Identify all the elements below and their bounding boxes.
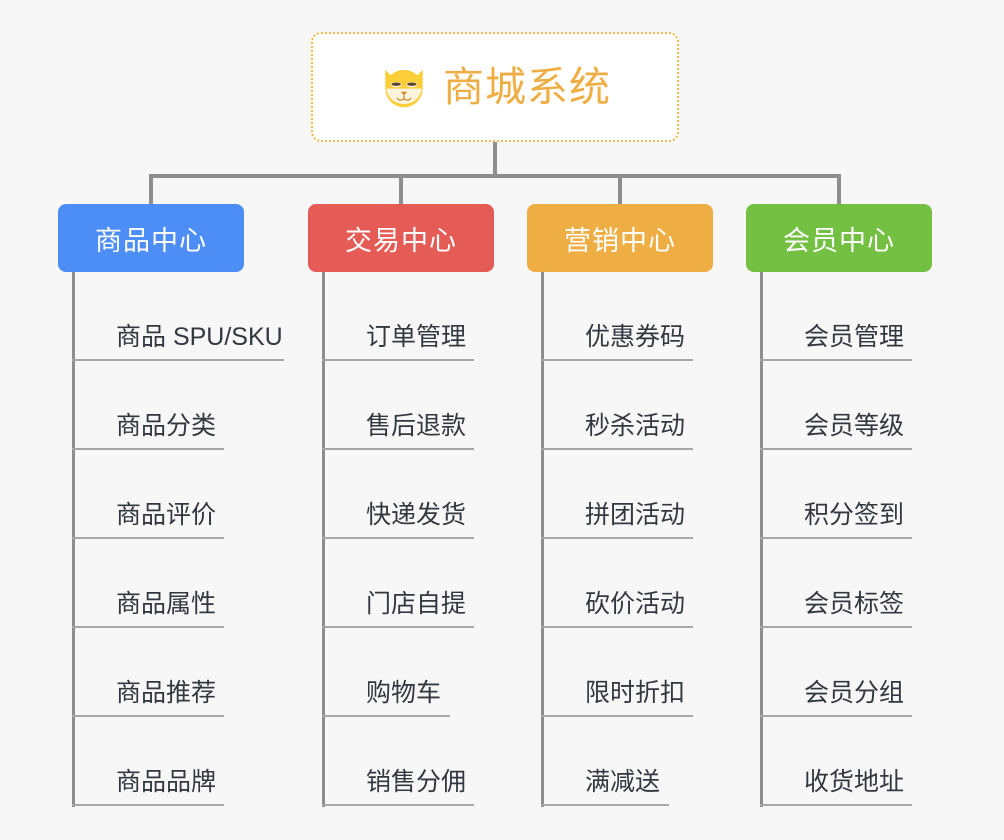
list-item[interactable]: 售后退款 bbox=[322, 361, 474, 450]
leaf-underline bbox=[322, 537, 474, 539]
leaf-underline bbox=[322, 359, 474, 361]
leaf-label: 商品品牌 bbox=[116, 768, 217, 796]
leaf-label: 砍价活动 bbox=[585, 590, 686, 618]
leaf-underline bbox=[760, 715, 912, 717]
branch-header-label-4: 会员中心 bbox=[783, 225, 895, 256]
leaf-label: 拼团活动 bbox=[585, 501, 686, 529]
leaf-label: 商品 SPU/SKU bbox=[116, 323, 283, 351]
leaf-label: 限时折扣 bbox=[585, 679, 686, 707]
leaf-label: 购物车 bbox=[366, 679, 442, 707]
leaf-list-3: 优惠券码 秒杀活动 拼团活动 砍价活动 限时折扣 满减送 bbox=[541, 272, 693, 806]
leaf-label: 会员等级 bbox=[804, 412, 905, 440]
leaf-underline bbox=[541, 626, 693, 628]
leaf-label: 快递发货 bbox=[366, 501, 467, 529]
leaf-underline bbox=[760, 626, 912, 628]
leaf-underline bbox=[322, 804, 474, 806]
list-item[interactable]: 商品 SPU/SKU bbox=[72, 272, 284, 361]
list-item[interactable]: 门店自提 bbox=[322, 539, 474, 628]
leaf-list-4: 会员管理 会员等级 积分签到 会员标签 会员分组 收货地址 bbox=[760, 272, 912, 806]
list-item[interactable]: 优惠券码 bbox=[541, 272, 693, 361]
root-title: 商城系统 bbox=[443, 63, 611, 110]
leaf-list-2: 订单管理 售后退款 快递发货 门店自提 购物车 销售分佣 bbox=[322, 272, 474, 806]
list-item[interactable]: 商品推荐 bbox=[72, 628, 283, 717]
branch-spine-2 bbox=[322, 272, 325, 807]
branch-spine-3 bbox=[541, 272, 544, 807]
leaf-underline bbox=[541, 359, 693, 361]
leaf-underline bbox=[541, 715, 693, 717]
leaf-list-1: 商品 SPU/SKU 商品分类 商品评价 商品属性 商品推荐 商品品牌 bbox=[72, 272, 284, 806]
leaf-label: 会员管理 bbox=[804, 323, 905, 351]
connector-drop-1 bbox=[149, 174, 153, 206]
list-item[interactable]: 拼团活动 bbox=[541, 450, 693, 539]
list-item[interactable]: 订单管理 bbox=[322, 272, 474, 361]
leaf-label: 商品属性 bbox=[116, 590, 217, 618]
list-item[interactable]: 会员等级 bbox=[760, 361, 912, 450]
branch-header-4[interactable]: 会员中心 bbox=[746, 204, 932, 272]
leaf-underline bbox=[760, 448, 912, 450]
leaf-label: 会员标签 bbox=[804, 590, 905, 618]
connector-drop-2 bbox=[399, 174, 403, 206]
list-item[interactable]: 会员标签 bbox=[760, 539, 912, 628]
branch-header-label-3: 营销中心 bbox=[564, 225, 676, 256]
list-item[interactable]: 商品评价 bbox=[72, 450, 283, 539]
leaf-label: 收货地址 bbox=[804, 768, 905, 796]
leaf-underline bbox=[72, 448, 224, 450]
leaf-underline bbox=[72, 626, 224, 628]
leaf-underline bbox=[760, 359, 912, 361]
connector-drop-3 bbox=[618, 174, 622, 206]
leaf-underline bbox=[322, 715, 450, 717]
list-item[interactable]: 商品属性 bbox=[72, 539, 283, 628]
list-item[interactable]: 会员分组 bbox=[760, 628, 912, 717]
branch-header-2[interactable]: 交易中心 bbox=[308, 204, 494, 272]
list-item[interactable]: 收货地址 bbox=[760, 717, 912, 806]
leaf-label: 订单管理 bbox=[366, 323, 467, 351]
leaf-label: 商品推荐 bbox=[116, 679, 217, 707]
list-item[interactable]: 快递发货 bbox=[322, 450, 474, 539]
list-item[interactable]: 商品分类 bbox=[72, 361, 283, 450]
list-item[interactable]: 限时折扣 bbox=[541, 628, 693, 717]
leaf-underline bbox=[72, 537, 224, 539]
leaf-underline bbox=[72, 804, 224, 806]
leaf-label: 门店自提 bbox=[366, 590, 467, 618]
leaf-label: 满减送 bbox=[585, 768, 661, 796]
list-item[interactable]: 秒杀活动 bbox=[541, 361, 693, 450]
leaf-underline bbox=[541, 537, 693, 539]
shiba-dog-face-icon bbox=[385, 69, 423, 109]
connector-horizontal-bus bbox=[149, 174, 841, 178]
list-item[interactable]: 满减送 bbox=[541, 717, 685, 806]
connector-drop-4 bbox=[837, 174, 841, 206]
leaf-underline bbox=[541, 804, 669, 806]
branch-header-label-1: 商品中心 bbox=[95, 225, 207, 256]
branch-header-1[interactable]: 商品中心 bbox=[58, 204, 244, 272]
branch-spine-4 bbox=[760, 272, 763, 807]
leaf-underline bbox=[760, 537, 912, 539]
list-item[interactable]: 砍价活动 bbox=[541, 539, 693, 628]
branch-header-label-2: 交易中心 bbox=[345, 225, 457, 256]
leaf-underline bbox=[72, 715, 224, 717]
leaf-label: 销售分佣 bbox=[366, 768, 467, 796]
leaf-label: 优惠券码 bbox=[585, 323, 686, 351]
branch-header-3[interactable]: 营销中心 bbox=[527, 204, 713, 272]
leaf-underline bbox=[72, 359, 284, 361]
list-item[interactable]: 商品品牌 bbox=[72, 717, 283, 806]
connector-root-stem bbox=[493, 142, 497, 178]
leaf-underline bbox=[541, 448, 693, 450]
list-item[interactable]: 会员管理 bbox=[760, 272, 912, 361]
leaf-underline bbox=[322, 448, 474, 450]
leaf-label: 会员分组 bbox=[804, 679, 905, 707]
list-item[interactable]: 积分签到 bbox=[760, 450, 912, 539]
leaf-label: 商品评价 bbox=[116, 501, 217, 529]
branch-spine-1 bbox=[72, 272, 75, 807]
leaf-label: 商品分类 bbox=[116, 412, 217, 440]
leaf-underline bbox=[760, 804, 912, 806]
leaf-underline bbox=[322, 626, 474, 628]
leaf-label: 售后退款 bbox=[366, 412, 467, 440]
list-item[interactable]: 销售分佣 bbox=[322, 717, 474, 806]
root-node[interactable]: 商城系统 bbox=[311, 32, 679, 142]
list-item[interactable]: 购物车 bbox=[322, 628, 466, 717]
leaf-label: 积分签到 bbox=[804, 501, 905, 529]
leaf-label: 秒杀活动 bbox=[585, 412, 686, 440]
